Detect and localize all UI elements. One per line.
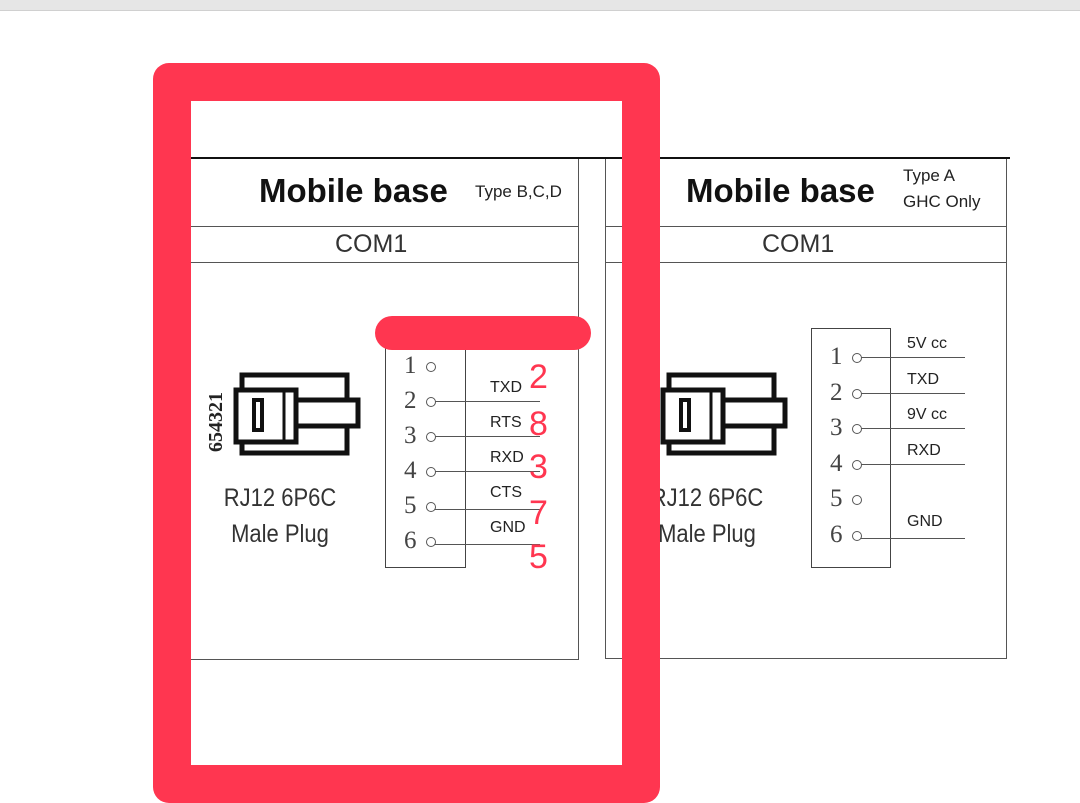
port-label: COM1 [335,230,408,258]
pin-label: RXD [907,441,941,459]
pin-contact-icon [426,397,436,407]
pin-number: 4 [830,449,843,477]
db9-pin-annotation: 2 [529,358,548,396]
pin-wire [861,463,965,465]
pin-label: GND [907,512,943,530]
pin-label: TXD [490,379,522,396]
pin-number: 6 [404,527,417,554]
pin-label: GND [490,519,526,536]
pin-label: RXD [490,449,524,466]
pin-contact-icon [426,467,436,477]
plug-type: RJ12 6P6C [223,484,337,512]
pin-box [385,340,466,568]
plug-label: RJ12 6P6C Male Plug [650,480,764,552]
panel-subtitle: Type B,C,D [475,182,562,201]
pin-number: 2 [830,378,843,406]
pin-wire [861,357,965,358]
pin-contact-icon [852,353,862,363]
pin-wire [435,471,540,472]
panel-title: Mobile base [259,172,448,209]
pin-number: 2 [404,387,417,414]
db9-pin-annotation: 7 [529,494,548,532]
pin-contact-icon [426,537,436,547]
pin-wire [861,537,965,539]
plug-label: RJ12 6P6C Male Plug [223,480,337,552]
subtitle-type: Type A [903,166,955,185]
pin-contact-icon [426,432,436,442]
pin-wire [861,392,965,394]
rj12-plug-icon [233,372,361,456]
pin-number: 5 [404,492,417,519]
top-bar [0,0,1080,11]
highlight-frame [153,63,660,803]
db9-pin-annotation: 5 [529,538,548,576]
pin-number: 3 [404,422,417,449]
pin-label: CTS [490,484,522,501]
rj12-plug-icon [660,372,788,456]
redaction-scribble [375,316,591,350]
pin-contact-icon [852,388,862,399]
subtitle-note: GHC Only [903,192,981,211]
pin-contact-icon [426,502,436,512]
panel-subtitle: Type A GHC Only [903,160,980,218]
pin-number: 4 [404,457,417,484]
panel-title: Mobile base [686,172,875,209]
plug-type: RJ12 6P6C [650,484,764,512]
pin-wire [435,401,540,402]
pin-number: 3 [830,414,843,441]
pin-number: 6 [830,520,843,548]
pin-wire [435,509,540,510]
plug-gender: Male Plug [658,520,756,548]
pin-label: RTS [490,414,522,431]
db9-pin-annotation: 3 [529,448,548,486]
pin-number: 1 [830,343,843,370]
pin-number: 1 [404,352,417,379]
pin-contact-icon [852,424,862,434]
pin-wire [435,544,540,545]
pin-label: TXD [907,370,939,388]
pin-wire [861,428,965,429]
pin-contact-icon [852,495,862,505]
pin-box [811,328,891,568]
port-label: COM1 [762,230,835,258]
pin-wire [435,436,540,437]
pin-contact-icon [852,459,862,470]
pin-label: 9V cc [907,406,948,423]
db9-pin-annotation: 8 [529,405,548,443]
pin-label: 5V cc [907,335,948,352]
plug-gender: Male Plug [231,520,329,548]
pin-contact-icon [426,362,436,372]
pin-contact-icon [852,530,862,541]
pin-number: 5 [830,485,843,512]
